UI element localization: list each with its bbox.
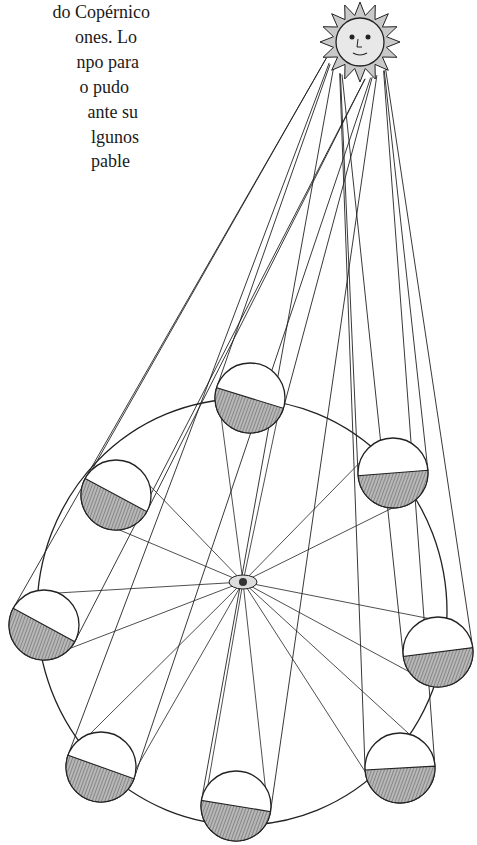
moon-dark-half: [66, 755, 134, 802]
sun-ray: [271, 75, 377, 812]
moon-body: [81, 460, 151, 530]
sun-figure: [320, 2, 400, 82]
moon-dark-half: [403, 648, 473, 687]
sight-line: [51, 582, 243, 656]
text-fragment: ones. Lo: [74, 26, 138, 48]
sight-line: [243, 448, 375, 583]
sight-line: [37, 582, 243, 594]
text-fragment: lgunos: [90, 126, 140, 148]
moon-body: [66, 732, 136, 802]
moon-dark-half: [201, 800, 271, 841]
sight-line: [76, 582, 243, 748]
sun-ray: [340, 73, 365, 770]
sun-ray: [13, 58, 326, 608]
moon-dark-half: [9, 608, 75, 660]
moon-dark-half: [215, 388, 283, 433]
text-fragment: do Copérnico: [52, 1, 151, 23]
moon-body: [365, 733, 435, 803]
moon-dark-half: [81, 478, 147, 530]
text-fragment: pable: [90, 150, 131, 172]
orbit-circle: [37, 399, 447, 825]
moon-body: [215, 363, 285, 433]
sun-ray: [340, 74, 358, 476]
sun-ray: [85, 58, 326, 478]
sun-nose: [357, 39, 362, 47]
moon-body: [358, 438, 428, 508]
moon-body: [201, 771, 271, 841]
text-fragment: ante su: [87, 101, 139, 123]
sun-mouth: [353, 53, 367, 55]
sun-face: [336, 18, 384, 66]
sight-line: [243, 582, 424, 748]
text-fragment: o pudo: [79, 76, 131, 98]
sun-ray: [342, 75, 403, 657]
moon-dark-half: [365, 766, 435, 803]
sight-line: [243, 582, 449, 622]
sun-ray: [134, 78, 371, 779]
sun-eye: [366, 35, 371, 40]
moon-body: [9, 590, 79, 660]
sun-ray: [386, 69, 473, 648]
sight-line: [126, 582, 243, 786]
sun-ray: [147, 79, 365, 512]
sight-line: [243, 499, 412, 583]
sun-rays: [320, 2, 400, 82]
moon-dark-half: [358, 470, 428, 508]
sun-eye: [350, 35, 355, 40]
moon-body: [403, 617, 473, 687]
sun-ray: [283, 77, 372, 408]
sun-ray: [384, 70, 428, 470]
earth-eye: [229, 575, 257, 589]
text-fragment: npo para: [76, 51, 140, 73]
sun-ray: [75, 79, 365, 642]
